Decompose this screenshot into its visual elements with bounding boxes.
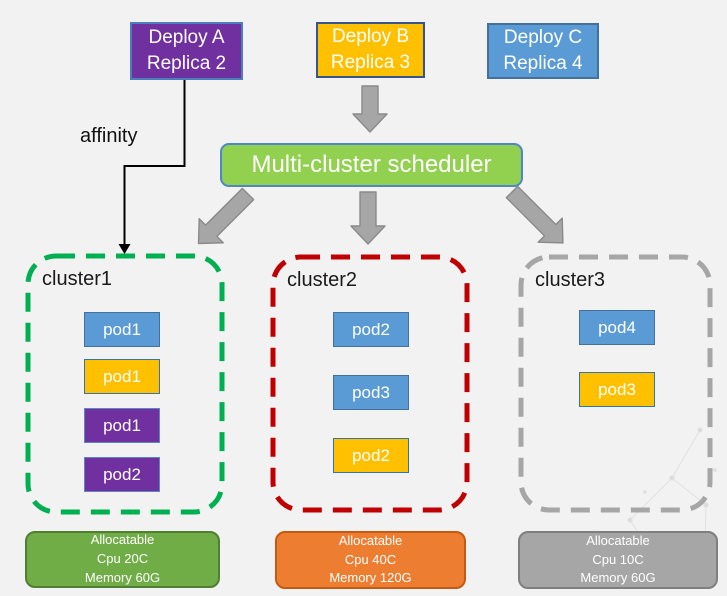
deploy-c-box: Deploy C Replica 4 — [487, 23, 599, 79]
cluster2-allocatable-box: Allocatable Cpu 40C Memory 120G — [275, 531, 466, 589]
deploy-c-name: Deploy C — [503, 26, 583, 48]
allocatable-cpu: Cpu 20C — [96, 551, 149, 567]
arrow-scheduler-to-cluster2 — [350, 191, 386, 245]
deploy-c-replica: Replica 4 — [503, 53, 583, 74]
cluster3-label: cluster3 — [535, 269, 606, 291]
pod: pod3 — [333, 375, 409, 410]
allocatable-cpu: Cpu 10C — [592, 551, 644, 567]
pod: pod1 — [84, 359, 160, 394]
cluster2-label: cluster2 — [287, 269, 358, 291]
pod: pod1 — [84, 408, 160, 443]
deploy-a-name: Deploy A — [148, 26, 225, 48]
cluster3-allocatable-box: Allocatable Cpu 10C Memory 60G — [518, 531, 718, 589]
cluster1-dashed-border — [25, 253, 225, 515]
pod: pod2 — [333, 438, 409, 473]
allocatable-title: Allocatable — [338, 532, 403, 548]
pod: pod3 — [579, 372, 655, 407]
cluster3-box: cluster3 pod4 pod3 — [518, 254, 713, 513]
scheduler-box: Multi-cluster scheduler — [220, 143, 523, 187]
pod: pod2 — [84, 457, 160, 492]
allocatable-title: Allocatable — [586, 532, 650, 548]
deploy-a-box: Deploy A Replica 2 — [130, 22, 243, 80]
deploy-b-replica: Replica 3 — [330, 52, 411, 73]
pod: pod1 — [84, 312, 160, 347]
deploy-b-box: Deploy B Replica 3 — [316, 22, 425, 78]
allocatable-cpu: Cpu 40C — [344, 551, 397, 567]
cluster3-dashed-border — [518, 254, 713, 513]
arrow-scheduler-to-cluster3 — [505, 185, 564, 244]
allocatable-memory: Memory 60G — [84, 569, 161, 585]
deploy-b-name: Deploy B — [331, 25, 410, 47]
affinity-connector — [123, 80, 186, 244]
cluster1-label: cluster1 — [42, 268, 113, 290]
affinity-label: affinity — [80, 125, 138, 147]
cluster1-box: cluster1 pod1 pod1 pod1 pod2 — [25, 253, 225, 515]
cluster2-dashed-border — [270, 254, 470, 513]
allocatable-title: Allocatable — [90, 532, 155, 548]
arrow-deploy-b-to-scheduler — [352, 85, 388, 133]
allocatable-memory: Memory 120G — [329, 570, 412, 586]
scheduler-label: Multi-cluster scheduler — [251, 151, 492, 178]
deploy-a-replica: Replica 2 — [146, 53, 227, 74]
cluster2-box: cluster2 pod2 pod3 pod2 — [270, 254, 470, 513]
allocatable-memory: Memory 60G — [580, 570, 656, 586]
cluster1-allocatable-box: Allocatable Cpu 20C Memory 60G — [25, 531, 220, 588]
pod: pod2 — [333, 312, 409, 347]
arrow-scheduler-to-cluster1 — [197, 187, 255, 245]
pod: pod4 — [579, 310, 655, 345]
